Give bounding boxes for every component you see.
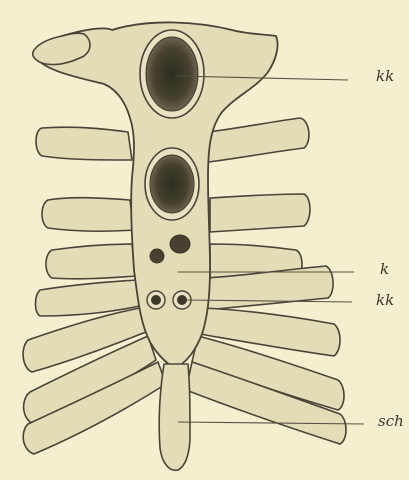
label-k: k (380, 262, 389, 277)
small-nucleus-right (170, 235, 190, 253)
tail-process (159, 364, 190, 470)
left-arch-1 (36, 127, 132, 160)
paired-nucleus-right (177, 295, 187, 305)
small-nucleus-left (150, 249, 164, 263)
upper-nucleus (146, 37, 198, 111)
paired-nucleus-left (151, 295, 161, 305)
label-kk-lower: kk (376, 293, 394, 308)
label-kk-top: kk (376, 69, 394, 84)
right-arch-1 (208, 118, 309, 162)
middle-nucleus (150, 155, 194, 213)
right-arch-2 (210, 194, 310, 232)
left-arch-3 (46, 244, 136, 279)
left-arch-2 (42, 198, 134, 232)
label-sch: sch (378, 414, 404, 429)
